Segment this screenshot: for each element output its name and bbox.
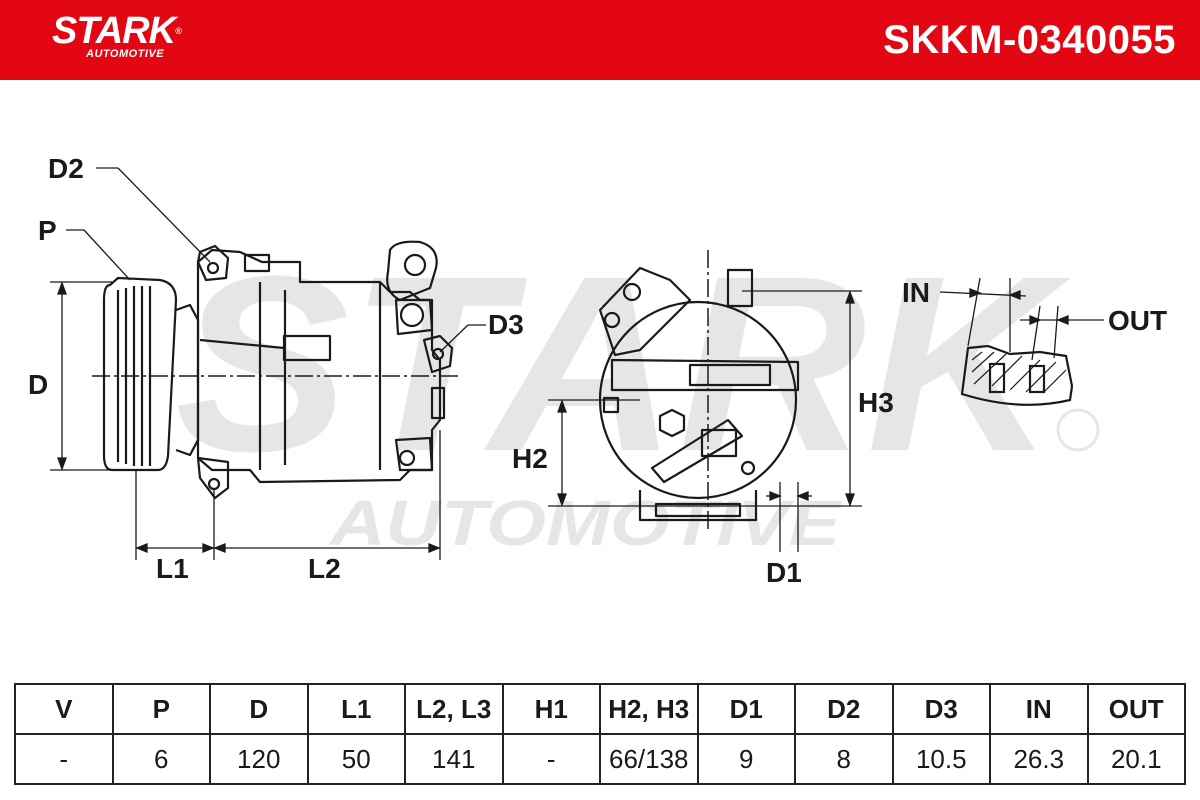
watermark: STARK AUTOMOTIVE ®: [175, 224, 1100, 559]
label-d: D: [28, 369, 48, 400]
mounting-ear-bottom: [196, 456, 230, 500]
pipe-section-bore-in: [988, 362, 1006, 394]
front-valve-window: [688, 363, 772, 387]
spec-header-cell: D2: [794, 683, 894, 735]
front-base-slot: [654, 502, 742, 518]
mounting-hole-d2: [206, 261, 220, 275]
label-h2: H2: [512, 443, 548, 474]
front-small-hole: [740, 460, 756, 476]
spec-value-cell: 20.1: [1086, 733, 1186, 785]
label-d1: D1: [766, 557, 802, 588]
compressor-body: [196, 248, 442, 484]
logo-brand: STARK: [52, 10, 176, 52]
spec-header-cell: IN: [989, 683, 1089, 735]
front-connector-plug: [700, 428, 738, 458]
spec-header-cell: L2, L3: [404, 683, 504, 735]
discharge-port-bore: [399, 302, 425, 328]
spec-table: V P D L1 L2, L3 H1 H2, H3 D1 D2 D3 IN OU…: [14, 683, 1186, 785]
mounting-ear-d3: [422, 334, 454, 374]
suction-port: [386, 240, 438, 302]
part-number: SKKM-0340055: [883, 18, 1176, 62]
spec-value-cell: 6: [111, 733, 211, 785]
spec-header-cell: L1: [306, 683, 406, 735]
spec-header-cell: H1: [501, 683, 601, 735]
spec-header-row: V P D L1 L2, L3 H1 H2, H3 D1 D2 D3 IN OU…: [14, 683, 1186, 735]
label-out: OUT: [1108, 305, 1167, 336]
spec-value-cell: 9: [696, 733, 796, 785]
mounting-hole-bottom: [207, 477, 221, 491]
side-view-dimensions: [50, 167, 486, 560]
label-h3: H3: [858, 387, 894, 418]
service-port: [243, 253, 271, 273]
spec-value-cell: -: [501, 733, 601, 785]
spec-value-row: - 6 120 50 141 - 66/138 9 8 10.5 26.3 20…: [14, 733, 1186, 785]
front-hex-bolt: [658, 408, 686, 438]
label-d2: D2: [48, 153, 84, 184]
label-p: P: [38, 215, 57, 246]
spec-value-cell: 8: [794, 733, 894, 785]
label-in: IN: [902, 277, 930, 308]
header-bar: STARK® AUTOMOTIVE SKKM-0340055: [0, 0, 1200, 80]
pipe-section-bore-out: [1028, 364, 1046, 394]
spec-header-cell: D1: [696, 683, 796, 735]
mounting-hole-d3: [431, 347, 445, 361]
discharge-port: [394, 298, 434, 336]
front-port-bore-2: [603, 311, 621, 329]
logo-registered-mark: ®: [175, 26, 182, 36]
pipe-section-outline: [960, 344, 1074, 406]
rear-stud: [430, 386, 446, 420]
label-l1: L1: [156, 553, 189, 584]
pipe-section-view: [960, 344, 1074, 406]
spec-header-cell: OUT: [1086, 683, 1186, 735]
stark-logo: STARK® AUTOMOTIVE: [52, 10, 182, 60]
front-side-tab: [602, 396, 620, 414]
mounting-hole-rear: [398, 449, 416, 467]
mounting-ear-rear-bottom: [394, 436, 434, 472]
watermark-brand: STARK: [175, 224, 1071, 503]
front-port-bore: [622, 282, 642, 302]
spec-value-cell: 26.3: [989, 733, 1089, 785]
front-base-foot: [638, 490, 758, 522]
watermark-registered-ring: [1056, 408, 1100, 452]
label-d3: D3: [488, 309, 524, 340]
spec-value-cell: 120: [209, 733, 309, 785]
front-valve-block: [610, 358, 800, 392]
pipe-section-dimensions: [939, 277, 1104, 361]
spec-value-cell: 10.5: [891, 733, 991, 785]
front-view-dimensions: [548, 290, 862, 552]
spec-header-cell: D: [209, 683, 309, 735]
spec-header-cell: D3: [891, 683, 991, 735]
front-mount-top: [726, 268, 754, 308]
pulley-outline: [102, 276, 178, 472]
spec-value-cell: 141: [404, 733, 504, 785]
suction-port-bore: [403, 253, 427, 277]
logo-subtitle: AUTOMOTIVE: [86, 48, 165, 60]
spec-header-cell: H2, H3: [599, 683, 699, 735]
spec-value-cell: -: [14, 733, 114, 785]
label-l2: L2: [308, 553, 341, 584]
connector-wire: [199, 338, 285, 350]
spec-header-cell: P: [111, 683, 211, 735]
spec-value-cell: 50: [306, 733, 406, 785]
spec-value-cell: 66/138: [599, 733, 699, 785]
front-manifold: [598, 266, 692, 357]
technical-drawing: STARK AUTOMOTIVE ®: [28, 153, 1167, 588]
spec-header-cell: V: [14, 683, 114, 735]
